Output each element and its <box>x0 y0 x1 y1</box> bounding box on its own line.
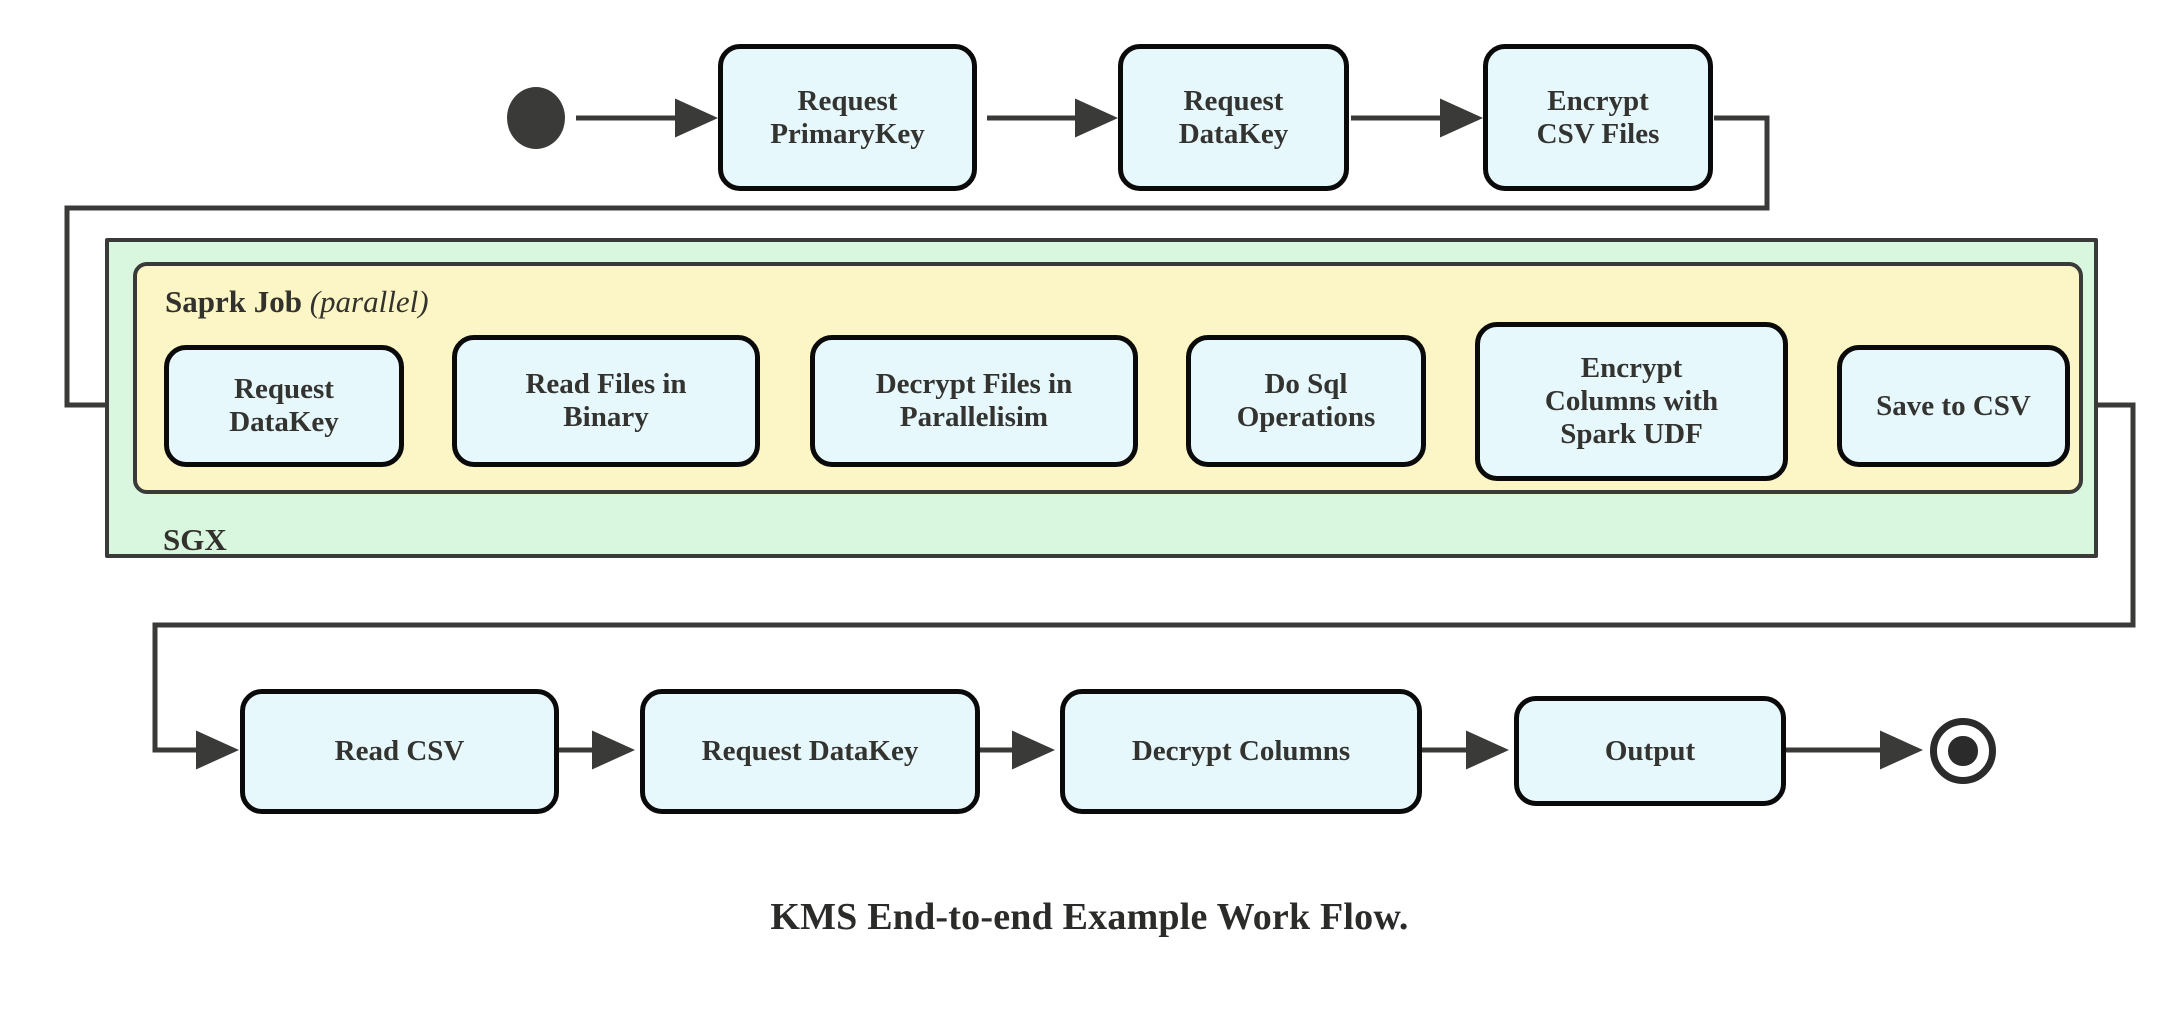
node-encrypt-columns-with-spark-udf[interactable]: Encrypt Columns with Spark UDF <box>1475 322 1788 481</box>
node-request-datakey-top[interactable]: Request DataKey <box>1118 44 1349 191</box>
sgx-label: SGX <box>163 522 227 557</box>
spark-job-label-suffix: (parallel) <box>309 284 429 319</box>
node-request-datakey-bottom[interactable]: Request DataKey <box>640 689 980 814</box>
end-node <box>1930 718 1996 784</box>
node-request-primarykey[interactable]: Request PrimaryKey <box>718 44 977 191</box>
spark-job-label-text: Saprk Job <box>165 284 302 319</box>
end-node-dot <box>1948 736 1978 766</box>
node-save-to-csv[interactable]: Save to CSV <box>1837 345 2070 467</box>
start-node <box>507 87 565 149</box>
node-read-files-in-binary[interactable]: Read Files in Binary <box>452 335 760 467</box>
node-decrypt-files-in-parallelisim[interactable]: Decrypt Files in Parallelisim <box>810 335 1138 467</box>
node-output[interactable]: Output <box>1514 696 1786 806</box>
node-request-datakey-spark[interactable]: Request DataKey <box>164 345 404 467</box>
node-do-sql-operations[interactable]: Do Sql Operations <box>1186 335 1426 467</box>
node-decrypt-columns[interactable]: Decrypt Columns <box>1060 689 1422 814</box>
node-read-csv[interactable]: Read CSV <box>240 689 559 814</box>
diagram-caption: KMS End-to-end Example Work Flow. <box>770 896 1409 938</box>
node-encrypt-csv-files[interactable]: Encrypt CSV Files <box>1483 44 1713 191</box>
spark-job-label: Saprk Job (parallel) <box>165 286 429 317</box>
